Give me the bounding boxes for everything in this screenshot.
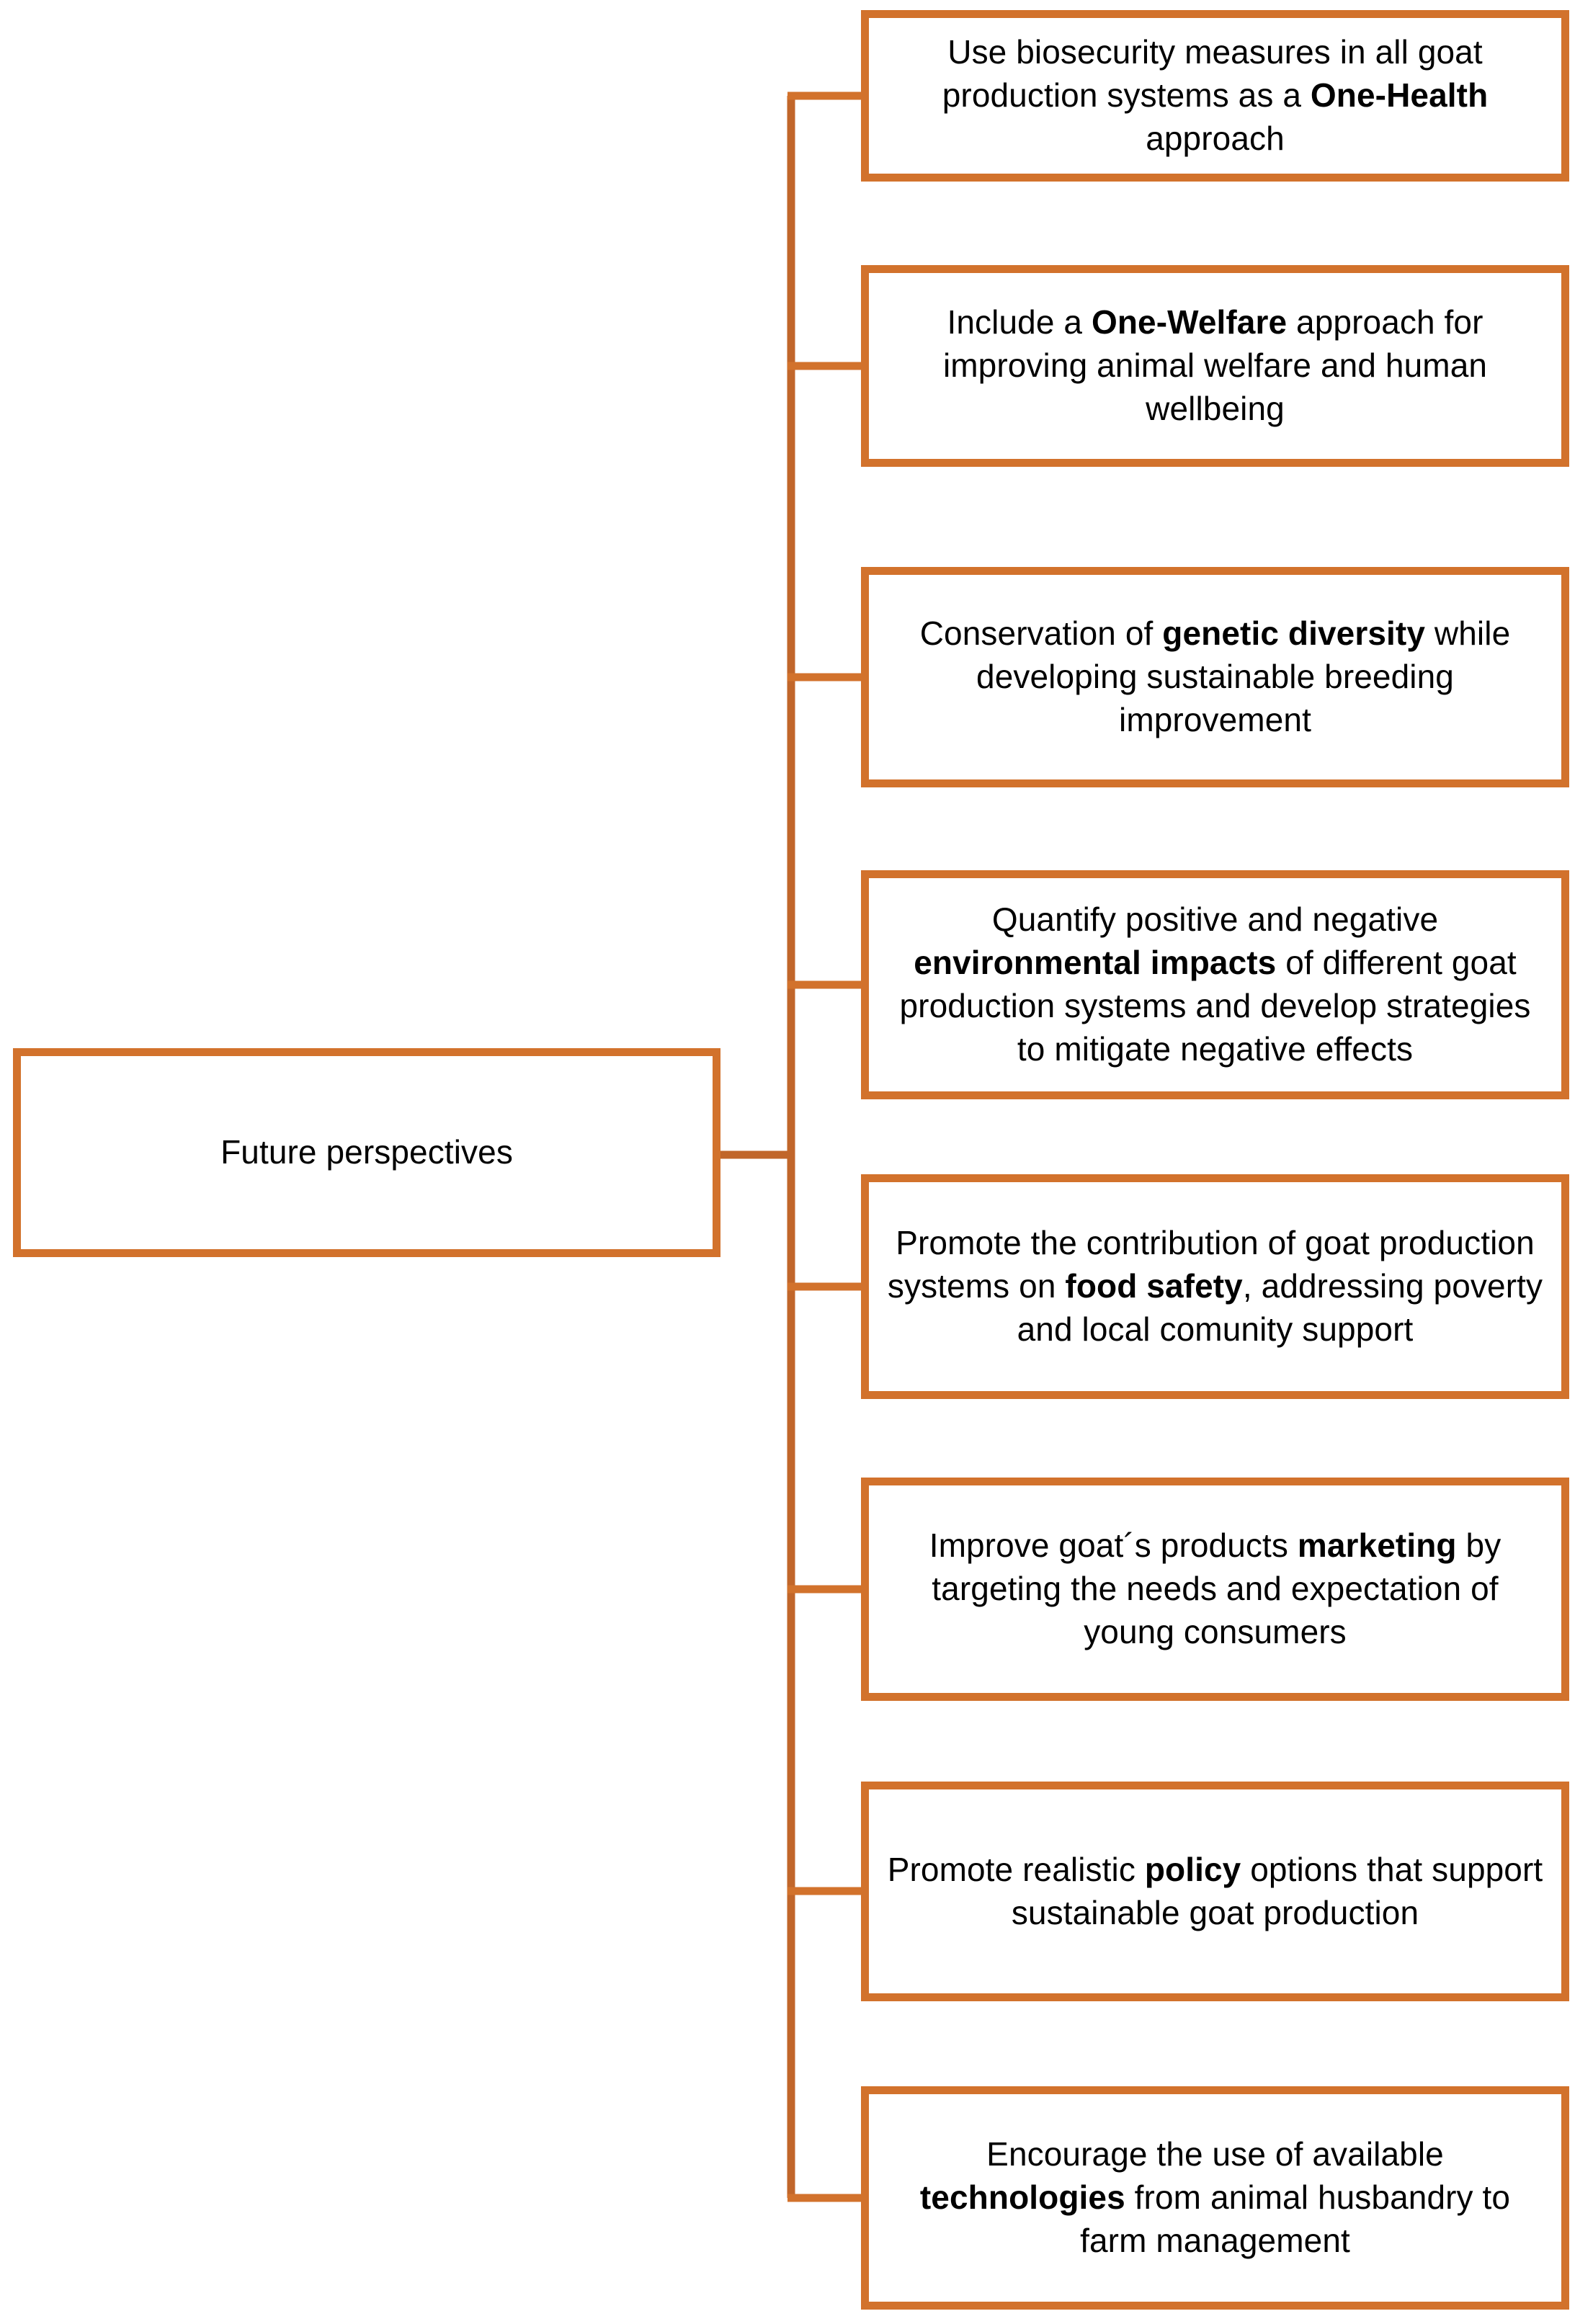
node-branch-environmental-impacts[interactable]: Quantify positive and negative environme…	[861, 870, 1569, 1099]
node-branch-one-welfare[interactable]: Include a One-Welfare approach for impro…	[861, 265, 1569, 467]
node-branch-food-safety[interactable]: Promote the contribution of goat product…	[861, 1174, 1569, 1399]
node-branch-biosecurity[interactable]: Use biosecurity measures in all goat pro…	[861, 10, 1569, 182]
node-branch-label: Encourage the use of available technolog…	[919, 2135, 1511, 2259]
node-branch-label: Quantify positive and negative environme…	[899, 900, 1531, 1068]
node-branch-label: Improve goat´s products marketing by tar…	[929, 1527, 1501, 1650]
node-branch-marketing[interactable]: Improve goat´s products marketing by tar…	[861, 1478, 1569, 1701]
node-root-label: Future perspectives	[220, 1133, 513, 1171]
node-branch-label: Use biosecurity measures in all goat pro…	[942, 33, 1489, 157]
node-branch-genetic-diversity[interactable]: Conservation of genetic diversity while …	[861, 567, 1569, 787]
node-branch-label: Conservation of genetic diversity while …	[919, 614, 1511, 738]
node-branch-label: Promote realistic policy options that su…	[887, 1850, 1543, 1931]
node-branch-label: Promote the contribution of goat product…	[887, 1224, 1543, 1348]
node-branch-technologies[interactable]: Encourage the use of available technolog…	[861, 2086, 1569, 2310]
node-root[interactable]: Future perspectives	[13, 1048, 720, 1257]
node-branch-policy[interactable]: Promote realistic policy options that su…	[861, 1782, 1569, 2001]
node-branch-label: Include a One-Welfare approach for impro…	[942, 303, 1488, 427]
